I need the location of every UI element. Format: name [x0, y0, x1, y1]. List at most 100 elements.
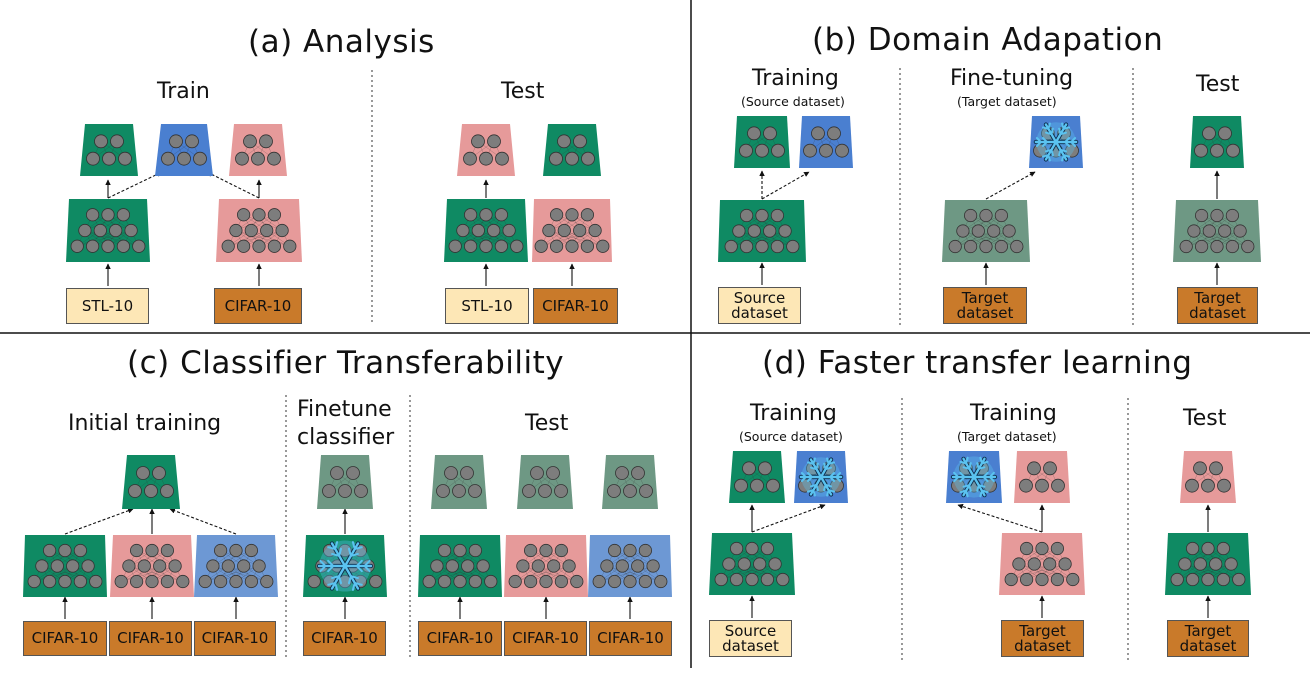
neuron	[101, 239, 115, 253]
neuron	[1217, 478, 1231, 493]
neuron	[1058, 557, 1072, 571]
snowflake-branch	[824, 466, 832, 471]
neuron	[27, 574, 41, 589]
neuron	[338, 574, 352, 589]
neuron	[42, 574, 57, 589]
neuron	[243, 134, 257, 149]
connection	[84, 230, 139, 247]
snowflake-branch	[815, 462, 819, 471]
snowflake-branch	[1070, 141, 1077, 147]
neuron	[66, 559, 80, 573]
neuron	[78, 223, 92, 238]
snowflake-branch	[327, 581, 337, 586]
neuron	[436, 484, 450, 498]
head-green-a2	[543, 124, 601, 176]
head-green-d1	[729, 451, 785, 503]
connection	[92, 214, 132, 231]
neuron	[646, 559, 660, 573]
neuron	[770, 239, 785, 254]
encoder-pink-d2	[999, 533, 1085, 595]
network-block	[734, 116, 790, 168]
input-source-dataset-d: Source dataset	[709, 620, 792, 657]
connection	[746, 230, 786, 247]
connection	[530, 550, 570, 567]
neuron	[338, 484, 352, 498]
neuron	[1019, 541, 1034, 556]
neuron	[122, 559, 136, 573]
connection	[84, 214, 124, 231]
panel-b-training-sub: (Source dataset)	[741, 94, 845, 109]
connection	[738, 230, 793, 247]
connection	[128, 565, 168, 582]
neuron	[101, 208, 115, 222]
connection	[1177, 563, 1216, 580]
neuron	[1226, 143, 1240, 158]
neuron	[522, 484, 536, 498]
neuron	[453, 543, 467, 558]
encoder-lightblue-c1	[194, 535, 278, 597]
snowflake-branch	[827, 461, 836, 465]
connection	[235, 214, 275, 231]
connection	[731, 230, 786, 247]
neuron	[1241, 239, 1255, 254]
snowflake-icon	[798, 457, 844, 497]
connection	[77, 230, 116, 247]
neuron	[422, 574, 436, 589]
snowflake-branch	[965, 456, 969, 465]
snowflake-branch	[823, 483, 827, 492]
connection	[556, 230, 596, 247]
neuron	[463, 151, 477, 166]
neuron	[128, 484, 142, 498]
neuron	[145, 574, 159, 589]
neuron	[193, 151, 207, 166]
connection	[128, 550, 168, 567]
network-block	[122, 455, 180, 509]
connection	[728, 548, 768, 565]
neuron	[130, 574, 144, 589]
connection	[235, 230, 275, 247]
connection	[455, 230, 510, 247]
snowflake-branch	[1041, 137, 1048, 143]
neuron	[42, 543, 57, 558]
snowflake-branch	[959, 489, 968, 494]
connection	[251, 230, 290, 247]
neuron	[1224, 557, 1238, 571]
neuron	[81, 559, 95, 573]
neuron	[73, 543, 88, 558]
connection	[1026, 563, 1066, 580]
neuron	[580, 208, 595, 222]
neuron	[771, 143, 785, 158]
neuron	[1185, 478, 1199, 493]
input-cifar10-train: CIFAR-10	[214, 288, 302, 324]
snowflake-branch	[347, 575, 352, 585]
neuron	[160, 543, 174, 558]
neuron	[1210, 239, 1224, 254]
neuron	[554, 484, 568, 498]
neuron	[1232, 572, 1246, 587]
neuron	[452, 484, 466, 498]
neuron	[530, 466, 544, 480]
neuron	[346, 466, 360, 480]
neuron	[760, 541, 775, 556]
snowflake-branch	[355, 565, 363, 573]
snowflake-branch	[1058, 148, 1062, 157]
connection	[228, 565, 267, 582]
encoder-graygreen-b2	[942, 200, 1030, 262]
snowflake-branch	[353, 581, 363, 586]
neuron	[322, 484, 336, 498]
neuron	[437, 574, 452, 589]
head-graygreen-c-ft	[317, 455, 373, 509]
neuron	[137, 559, 151, 573]
neuron	[654, 574, 668, 589]
panel-b-finetuning-sub: (Target dataset)	[957, 94, 1057, 109]
neuron	[102, 151, 116, 166]
connection	[429, 565, 484, 582]
input-line-2: dataset	[1014, 636, 1071, 655]
neuron	[338, 543, 352, 558]
snowflake-branch	[363, 559, 371, 567]
neuron	[770, 208, 785, 223]
neuron	[487, 134, 501, 149]
snowflake-branch	[1041, 154, 1050, 158]
connection	[136, 565, 176, 582]
neuron	[565, 208, 579, 222]
